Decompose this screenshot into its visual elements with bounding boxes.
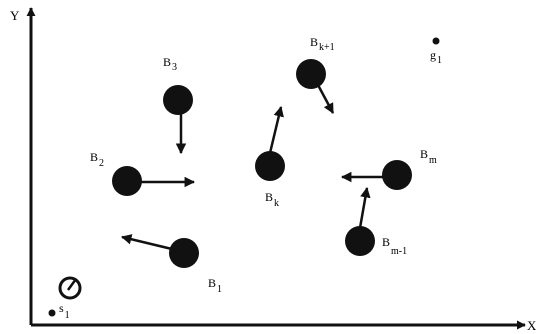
velocity-arrow xyxy=(358,186,371,229)
goal-label: g1 xyxy=(430,48,442,66)
obstacle-disc xyxy=(169,238,199,268)
obstacle-label: Bm-1 xyxy=(382,235,407,257)
obstacle-b2: B2 xyxy=(90,150,196,196)
start-group: s1 xyxy=(48,276,82,321)
obstacle-bm: Bm xyxy=(340,147,437,190)
obstacle-bk: Bk xyxy=(255,105,285,209)
axes: Y X xyxy=(10,7,536,333)
velocity-arrow xyxy=(120,234,177,252)
obstacle-label: B3 xyxy=(163,55,177,73)
obstacle-b3: B3 xyxy=(163,55,193,155)
start-label: s1 xyxy=(59,301,70,321)
y-axis-label: Y xyxy=(10,8,20,23)
obstacle-disc xyxy=(382,160,412,190)
obstacle-disc xyxy=(112,166,142,196)
robot-icon xyxy=(58,276,82,300)
start-point xyxy=(48,309,56,317)
obstacle-disc xyxy=(163,85,193,115)
velocity-arrow xyxy=(316,84,335,114)
obstacle-bm1: Bm-1 xyxy=(345,186,407,257)
obstacle-label: Bk xyxy=(265,190,279,209)
goal-group: g1 xyxy=(430,37,442,66)
obstacle-disc xyxy=(345,226,375,256)
obstacle-bk1: Bk+1 xyxy=(296,35,335,114)
obstacle-b1: B1 xyxy=(120,234,222,295)
obstacle-disc xyxy=(255,151,285,181)
obstacle-label: Bk+1 xyxy=(310,35,335,53)
velocity-arrow xyxy=(268,105,284,154)
goal-point xyxy=(432,37,440,45)
obstacle-disc xyxy=(296,59,326,89)
obstacle-label: B1 xyxy=(208,276,222,295)
obstacle-label: B2 xyxy=(90,150,104,169)
obstacle-label: Bm xyxy=(420,147,437,166)
x-axis-label: X xyxy=(527,318,536,333)
